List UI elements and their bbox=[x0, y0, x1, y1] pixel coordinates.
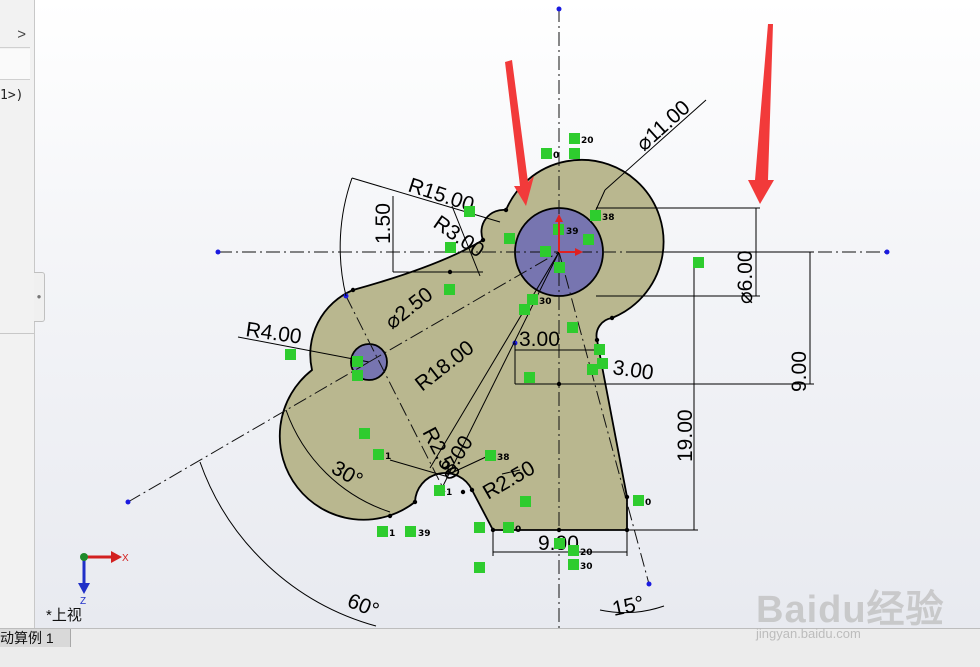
dim-radius-4: R4.00 bbox=[244, 318, 303, 349]
x-axis-label: X bbox=[122, 553, 129, 564]
dim-length-1-5: 1.50 bbox=[372, 203, 395, 244]
annotation-arrow-right bbox=[748, 24, 774, 204]
svg-text:20: 20 bbox=[580, 548, 593, 558]
panel-field[interactable] bbox=[0, 49, 30, 80]
expand-chevron-icon[interactable]: > bbox=[0, 22, 30, 48]
svg-text:1: 1 bbox=[385, 452, 391, 462]
svg-text:1: 1 bbox=[389, 529, 395, 539]
svg-text:39: 39 bbox=[566, 227, 579, 237]
z-axis-label: Z bbox=[80, 596, 86, 607]
panel-divider bbox=[0, 333, 34, 334]
dim-diameter-6: ⌀6.00 bbox=[734, 250, 757, 304]
annotation-arrow-left bbox=[505, 60, 534, 206]
endpoint-markers bbox=[125, 6, 890, 587]
svg-text:1: 1 bbox=[446, 488, 452, 498]
panel-splitter-handle[interactable]: ● bbox=[34, 272, 45, 322]
configuration-text: 1>) bbox=[0, 88, 24, 103]
relation-glyphs[interactable]: 0 20 38 39 30 1 38 1 0 1 39 0 20 30 bbox=[285, 133, 704, 573]
dim-length-3-right: 3.00 bbox=[611, 356, 655, 384]
feature-manager-panel[interactable]: > 1>) bbox=[0, 0, 35, 628]
bottom-tab-bar: 动算例 1 bbox=[0, 628, 980, 667]
svg-text:39: 39 bbox=[418, 529, 431, 539]
sketch-origin bbox=[555, 214, 583, 256]
dim-diameter-11: ⌀11.00 bbox=[632, 96, 695, 156]
sketch-points bbox=[350, 207, 630, 533]
svg-text:30: 30 bbox=[580, 562, 593, 572]
dim-length-3-left: 3.00 bbox=[519, 328, 560, 351]
svg-text:0: 0 bbox=[515, 525, 521, 535]
svg-text:20: 20 bbox=[581, 136, 594, 146]
svg-text:38: 38 bbox=[602, 213, 615, 223]
view-orientation-label: *上视 bbox=[46, 607, 82, 624]
sketch-canvas[interactable]: ⌀11.00 R15.00 R3.00 1.50 ⌀2.50 R4.00 R18… bbox=[0, 0, 980, 628]
dim-angle-15: 15° bbox=[610, 592, 646, 621]
dimension-lines bbox=[199, 99, 814, 627]
svg-text:0: 0 bbox=[645, 498, 651, 508]
view-triad[interactable]: X Z bbox=[78, 551, 129, 607]
svg-text:0: 0 bbox=[553, 151, 559, 161]
dim-length-19: 19.00 bbox=[674, 409, 697, 462]
dim-length-9-vertical: 9.00 bbox=[788, 351, 811, 392]
svg-text:38: 38 bbox=[497, 453, 510, 463]
svg-text:30: 30 bbox=[539, 297, 552, 307]
tab-motion-study[interactable]: 动算例 1 bbox=[0, 629, 71, 647]
